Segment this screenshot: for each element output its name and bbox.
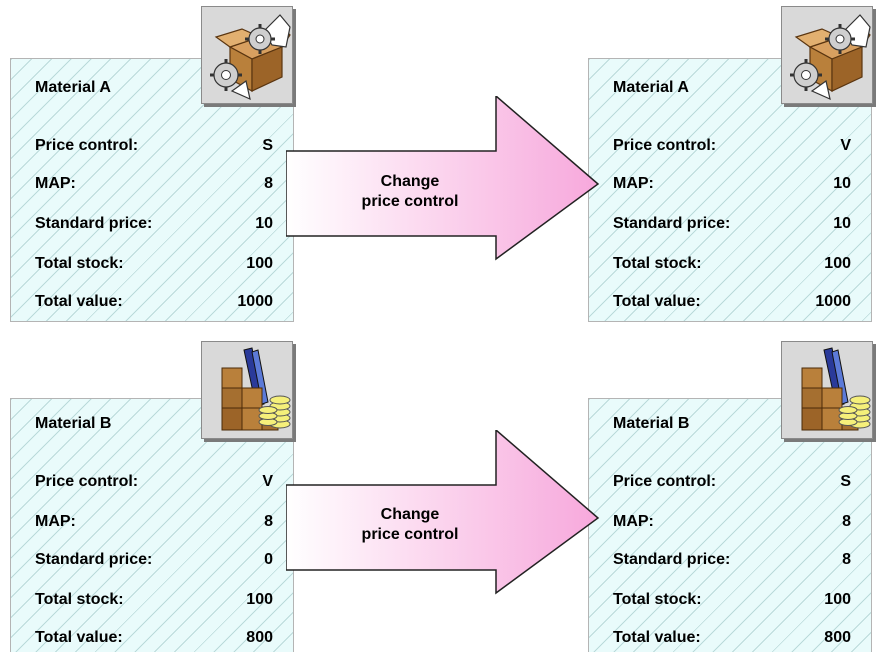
total-value-row: Total value: 1000 [35, 293, 273, 313]
total-value-row: Total value: 800 [613, 629, 851, 649]
arrow-label-line1: Change [380, 506, 440, 523]
total-stock-row: Total stock: 100 [35, 255, 273, 275]
total-value-value: 800 [824, 629, 851, 646]
price-control-row: Price control: V [613, 137, 851, 157]
material-name: Material B [613, 415, 690, 432]
map-row: MAP: 10 [613, 175, 851, 195]
price-control-value: V [262, 473, 273, 490]
standard-price-value: 10 [255, 215, 273, 232]
box-with-gears-icon [201, 6, 293, 104]
price-control-row: Price control: V [35, 473, 273, 493]
arrow-label-line2: price control [361, 526, 459, 543]
total-stock-row: Total stock: 100 [613, 255, 851, 275]
standard-price-value: 0 [264, 551, 273, 568]
map-label: MAP: [35, 175, 76, 192]
standard-price-row: Standard price: 10 [613, 215, 851, 235]
total-value-label: Total value: [613, 293, 701, 310]
standard-price-row: Standard price: 0 [35, 551, 273, 571]
map-row: MAP: 8 [35, 175, 273, 195]
total-stock-value: 100 [824, 591, 851, 608]
standard-price-row: Standard price: 8 [613, 551, 851, 571]
total-stock-row: Total stock: 100 [35, 591, 273, 611]
total-value-row: Total value: 800 [35, 629, 273, 649]
material-b-before-card: Material B Price control: V MAP: 8 Standar… [10, 398, 294, 652]
material-name: Material B [35, 415, 112, 432]
total-stock-label: Total stock: [35, 591, 124, 608]
standard-price-label: Standard price: [613, 215, 731, 232]
material-a-after-card: Material A Price control: V MAP: 10 Standa… [588, 58, 872, 322]
change-price-control-arrow-top [286, 96, 600, 261]
total-value-value: 1000 [815, 293, 851, 310]
standard-price-label: Standard price: [35, 215, 153, 232]
price-control-value: S [262, 137, 273, 154]
total-value-label: Total value: [613, 629, 701, 646]
standard-price-label: Standard price: [35, 551, 153, 568]
total-stock-label: Total stock: [613, 255, 702, 272]
price-control-value: V [840, 137, 851, 154]
total-value-label: Total value: [35, 293, 123, 310]
material-name: Material A [613, 79, 689, 96]
price-control-row: Price control: S [613, 473, 851, 493]
total-value-value: 1000 [237, 293, 273, 310]
price-control-row: Price control: S [35, 137, 273, 157]
total-stock-value: 100 [246, 591, 273, 608]
standard-price-row: Standard price: 10 [35, 215, 273, 235]
total-stock-value: 100 [824, 255, 851, 272]
price-control-label: Price control: [613, 137, 717, 154]
total-stock-value: 100 [246, 255, 273, 272]
box-with-gears-icon [781, 6, 873, 104]
map-value: 8 [264, 175, 273, 192]
stock-and-coins-icon [781, 341, 873, 439]
arrow-label-line1: Change [380, 173, 440, 190]
map-row: MAP: 8 [35, 513, 273, 533]
arrow-label-line2: price control [361, 193, 459, 210]
total-value-value: 800 [246, 629, 273, 646]
arrow-label-bottom: Change price control [320, 505, 500, 545]
map-value: 8 [264, 513, 273, 530]
map-label: MAP: [35, 513, 76, 530]
price-control-label: Price control: [35, 473, 139, 490]
total-stock-label: Total stock: [613, 591, 702, 608]
map-label: MAP: [613, 175, 654, 192]
standard-price-label: Standard price: [613, 551, 731, 568]
map-value: 10 [833, 175, 851, 192]
map-row: MAP: 8 [613, 513, 851, 533]
map-label: MAP: [613, 513, 654, 530]
change-price-control-arrow-bottom [286, 430, 600, 595]
price-control-label: Price control: [35, 137, 139, 154]
arrow-label-top: Change price control [320, 172, 500, 212]
total-value-row: Total value: 1000 [613, 293, 851, 313]
material-b-after-card: Material B Price control: S MAP: 8 Standar… [588, 398, 872, 652]
price-control-label: Price control: [613, 473, 717, 490]
total-value-label: Total value: [35, 629, 123, 646]
stock-and-coins-icon [201, 341, 293, 439]
map-value: 8 [842, 513, 851, 530]
price-control-value: S [840, 473, 851, 490]
total-stock-label: Total stock: [35, 255, 124, 272]
total-stock-row: Total stock: 100 [613, 591, 851, 611]
standard-price-value: 8 [842, 551, 851, 568]
standard-price-value: 10 [833, 215, 851, 232]
material-name: Material A [35, 79, 111, 96]
